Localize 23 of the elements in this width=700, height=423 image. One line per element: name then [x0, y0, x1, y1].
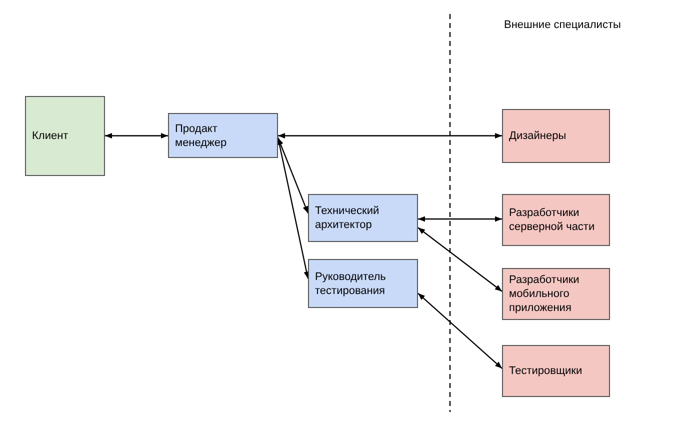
- box-label: Тестировщики: [509, 364, 584, 378]
- box-label: Дизайнеры: [509, 129, 568, 143]
- process-box: [502, 109, 610, 163]
- arrow: [418, 227, 502, 292]
- arrow: [105, 132, 168, 139]
- arrow: [418, 216, 502, 222]
- box-label: Технический архитектор: [315, 204, 380, 232]
- box-label: Разработчики серверной части: [509, 206, 596, 234]
- process-box: [25, 96, 105, 176]
- column-heading: Внешние специалисты: [504, 18, 621, 33]
- arrow: [418, 292, 502, 369]
- process-box: [168, 113, 278, 158]
- box-label: Разработчики мобильного приложения: [509, 273, 580, 315]
- box-label: Клиент: [32, 129, 70, 143]
- process-box: [502, 345, 610, 397]
- process-box: [308, 194, 418, 242]
- arrow: [278, 132, 502, 139]
- process-box: [308, 259, 418, 308]
- process-box: [502, 268, 610, 320]
- box-label: Руководитель тестирования: [315, 270, 387, 298]
- process-box: [502, 194, 610, 246]
- arrow: [277, 138, 309, 214]
- box-label: Продакт менеджер: [175, 122, 228, 150]
